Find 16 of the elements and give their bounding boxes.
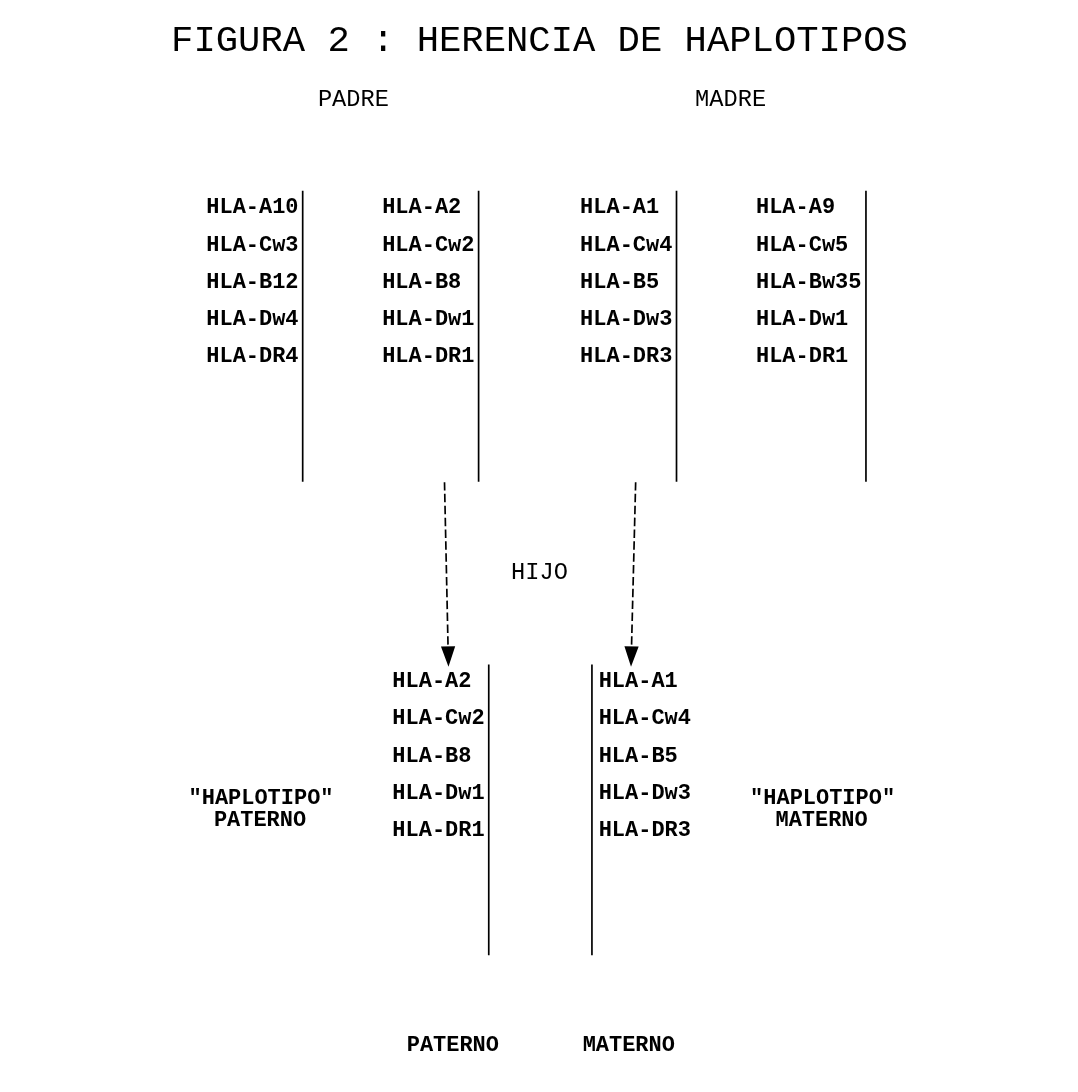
- node-label: MATERNO: [582, 1032, 675, 1058]
- node-text: HLA-A2 HLA-Cw2 HLA-B8 HLA-Dw1 HLA-DR1: [391, 669, 485, 843]
- node-text: HLA-A9 HLA-Cw5 HLA-Bw35 HLA-Dw1 HLA-DR1: [755, 195, 861, 370]
- label: PADRE: [317, 85, 389, 113]
- arrow: [623, 481, 639, 667]
- diagram-title: FIGURA 2 : HERENCIA DE HAPLOTIPOS: [170, 20, 908, 63]
- node-label: "HAPLOTIPO" PATERNO: [188, 785, 334, 833]
- node-text: HLA-A10 HLA-Cw3 HLA-B12 HLA-Dw4 HLA-DR4: [205, 195, 299, 370]
- node-label: PATERNO: [406, 1032, 499, 1058]
- node-text: HLA-A2 HLA-Cw2 HLA-B8 HLA-Dw1 HLA-DR1: [381, 195, 474, 370]
- label: MADRE: [694, 85, 766, 113]
- node-text: HLA-A1 HLA-Cw4 HLA-B5 HLA-Dw3 HLA-DR3: [598, 669, 691, 843]
- node-text: HLA-A1 HLA-Cw4 HLA-B5 HLA-Dw3 HLA-DR3: [579, 195, 672, 370]
- label: HIJO: [510, 559, 568, 587]
- arrow: [440, 481, 455, 667]
- node-label: "HAPLOTIPO" MATERNO: [749, 785, 895, 833]
